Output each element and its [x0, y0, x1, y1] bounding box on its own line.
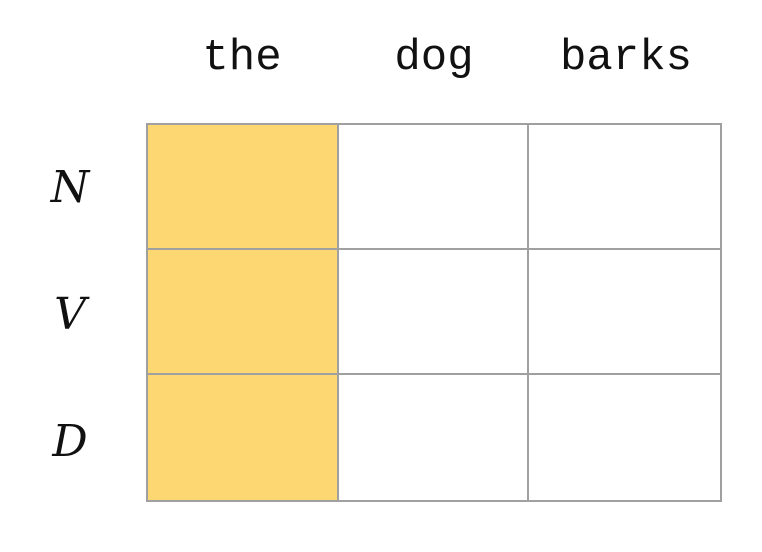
column-header-the: the [202, 33, 282, 83]
cell-d-dog [338, 375, 530, 500]
cell-n-the [148, 125, 339, 250]
row-label-n: N [50, 161, 90, 213]
cell-n-dog [338, 125, 530, 250]
cell-v-barks [529, 250, 720, 375]
cell-d-barks [529, 375, 720, 500]
cell-v-the [148, 250, 339, 375]
column-header-barks: barks [559, 33, 693, 83]
cell-d-the [148, 375, 339, 500]
row-label-v: V [54, 288, 86, 340]
cell-n-barks [529, 125, 720, 250]
cell-v-dog [338, 250, 530, 375]
column-header-dog: dog [394, 33, 474, 83]
tag-grid [146, 123, 722, 502]
row-label-d: D [52, 415, 88, 467]
